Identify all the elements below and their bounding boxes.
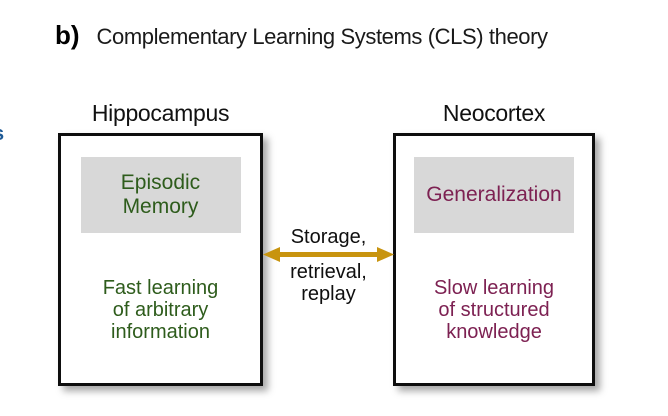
generalization-label: Generalization [426, 183, 562, 206]
neocortex-description: Slow learning of structured knowledge [433, 277, 555, 343]
episodic-memory-label: Episodic Memory [120, 171, 201, 218]
hippocampus-box: Episodic Memory Fast learning of arbitra… [58, 133, 263, 386]
hippocampus-description: Fast learning of arbitrary information [102, 277, 219, 343]
connector-label-line2: retrieval, [290, 261, 367, 283]
panel-label: b) [55, 20, 80, 50]
connector-label-line1: Storage, [290, 226, 367, 248]
storage-retrieval-connector: Storage, retrieval, replay [263, 226, 394, 305]
generalization-panel: Generalization [414, 157, 574, 233]
hippocampus-label: Hippocampus [91, 100, 230, 126]
clipped-text-fragment: s [0, 123, 4, 146]
neocortex-box: Generalization Slow learning of structur… [393, 133, 595, 386]
episodic-memory-panel: Episodic Memory [80, 157, 241, 233]
figure-title: b) Complementary Learning Systems (CLS) … [55, 20, 548, 51]
neocortex-label: Neocortex [442, 100, 546, 126]
panel-title-text: Complementary Learning Systems (CLS) the… [96, 24, 549, 49]
bidirectional-arrow-icon [263, 247, 394, 262]
connector-label-line3: replay [301, 283, 356, 305]
